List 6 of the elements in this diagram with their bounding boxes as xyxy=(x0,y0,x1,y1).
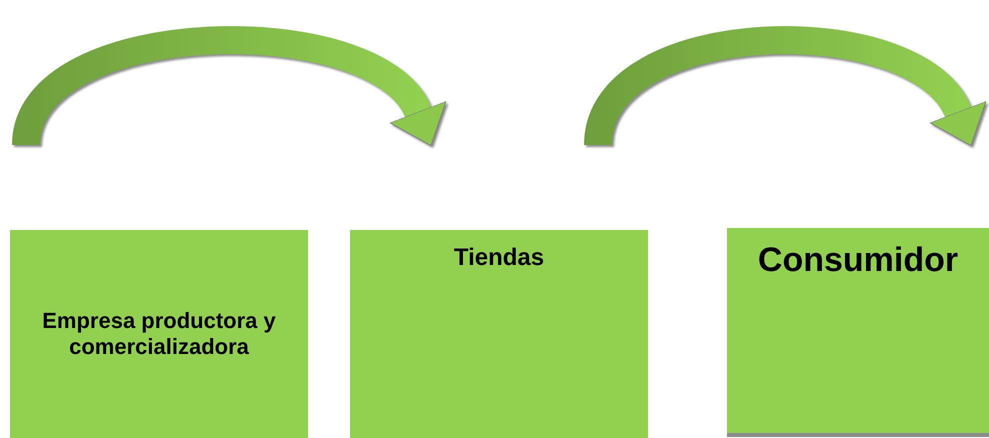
box-label: Consumidor xyxy=(758,240,958,281)
process-box xyxy=(10,230,308,438)
box-label: Empresa productora y comercializadora xyxy=(41,308,277,360)
process-box xyxy=(727,228,989,433)
process-box xyxy=(350,230,648,438)
box-label: Tiendas xyxy=(454,244,544,273)
